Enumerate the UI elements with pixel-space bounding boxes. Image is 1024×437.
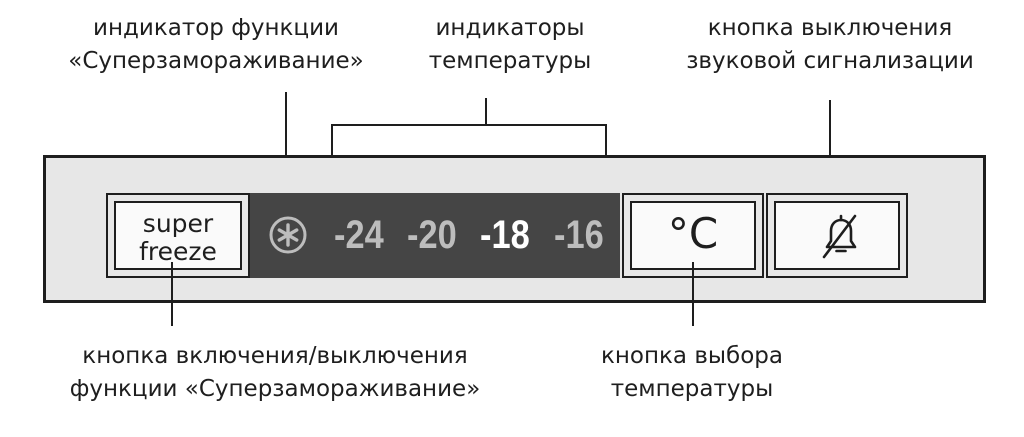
temp-indicator-minus24: -24 [334, 213, 384, 257]
superfreeze-label-line2: freeze [139, 237, 217, 266]
temperature-display: -24 -20 -18 -16 [250, 193, 620, 278]
leader-line-superfreeze-indicator [285, 92, 287, 202]
label-temperature-indicators: индикаторы температуры [428, 15, 592, 74]
leader-line-temperature-select [692, 262, 694, 326]
superfreeze-button[interactable]: super freeze [106, 193, 250, 278]
snowflake-circle-icon [269, 216, 307, 254]
alarm-off-button[interactable] [766, 193, 908, 278]
label-temperature-select-button: кнопка выбора температуры [600, 343, 783, 402]
label-superfreeze-button: кнопка включения/выключения функции «Суп… [69, 343, 481, 402]
superfreeze-label-line1: super [142, 209, 214, 238]
alarm-off-button-face[interactable] [774, 201, 900, 270]
leader-line-superfreeze-button [171, 262, 173, 326]
temperature-select-button-face[interactable]: °C [630, 201, 756, 270]
label-alarm-off-button: кнопка выключения звуковой сигнализации [686, 15, 974, 74]
leader-bracket-top [331, 124, 607, 126]
label-superfreeze-indicator: индикатор функции «Суперзамораживание» [68, 15, 364, 74]
celsius-label: °C [667, 209, 719, 258]
temp-indicator-minus20: -20 [407, 213, 457, 257]
superfreeze-button-face[interactable]: super freeze [114, 201, 242, 270]
leader-bracket-stem [485, 98, 487, 125]
bell-muted-icon [822, 214, 857, 259]
temp-indicator-minus16: -16 [554, 213, 604, 257]
temp-indicator-minus18: -18 [480, 213, 530, 257]
